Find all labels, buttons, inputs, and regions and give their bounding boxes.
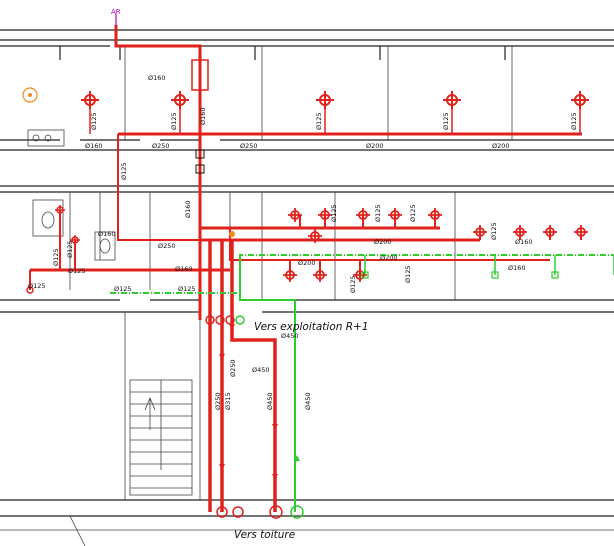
diffuser bbox=[353, 268, 367, 282]
dia-label: Ø125 bbox=[28, 282, 46, 290]
dia-label: Ø125 bbox=[315, 112, 323, 130]
supply-duct-network bbox=[110, 254, 614, 519]
diffuser bbox=[473, 225, 487, 239]
diffuser bbox=[543, 225, 557, 239]
diffuser bbox=[55, 205, 65, 215]
dia-label: Ø200 bbox=[374, 238, 392, 246]
vers-toiture-label: Vers toiture bbox=[234, 529, 295, 541]
diffuser bbox=[26, 286, 34, 294]
dia-label: Ø160 bbox=[184, 200, 192, 218]
dia-label: Ø250 bbox=[229, 359, 237, 377]
dia-label: Ø125 bbox=[170, 112, 178, 130]
diffuser bbox=[313, 268, 327, 282]
diffuser bbox=[308, 229, 322, 243]
ar-inlet: AR bbox=[111, 8, 121, 26]
dia-label: Ø450 bbox=[304, 392, 312, 410]
diffuser bbox=[571, 91, 589, 109]
dia-label: Ø250 bbox=[240, 142, 258, 150]
dia-label: Ø250 bbox=[214, 392, 222, 410]
diffuser bbox=[171, 91, 189, 109]
diffuser bbox=[318, 208, 332, 222]
diffuser bbox=[513, 225, 527, 239]
dia-label: Ø125 bbox=[409, 204, 417, 222]
diffuser bbox=[81, 91, 99, 109]
dia-label: Ø160 bbox=[175, 265, 193, 273]
kitchenette bbox=[27, 129, 65, 147]
dia-label: Ø125 bbox=[90, 112, 98, 130]
dia-label: Ø125 bbox=[404, 265, 412, 283]
dia-label: Ø125 bbox=[442, 112, 450, 130]
diffuser bbox=[356, 208, 370, 222]
dia-label: Ø250 bbox=[158, 242, 176, 250]
diffuser bbox=[443, 91, 461, 109]
vers-exploitation-label: Vers exploitation R+1 bbox=[254, 321, 369, 333]
diffuser bbox=[574, 225, 588, 239]
extract-duct-network bbox=[29, 25, 582, 519]
dia-label: Ø125 bbox=[114, 285, 132, 293]
diffuser bbox=[70, 235, 80, 245]
dia-label: Ø160 bbox=[515, 238, 533, 246]
dia-label: Ø160 bbox=[199, 107, 207, 125]
building-walls bbox=[0, 29, 614, 546]
dia-label: Ø125 bbox=[490, 222, 498, 240]
diameter-labels: Ø160 Ø160 Ø160 Ø160 Ø160 Ø160 Ø160 Ø160 … bbox=[28, 74, 578, 410]
dia-label: Ø450 bbox=[281, 332, 299, 340]
diffuser bbox=[388, 208, 402, 222]
ar-label: AR bbox=[111, 8, 121, 16]
dia-label: Ø160 bbox=[148, 74, 166, 82]
dia-label: Ø315 bbox=[224, 392, 232, 410]
diffuser bbox=[288, 208, 302, 222]
dia-label: Ø125 bbox=[52, 248, 60, 266]
diffuser bbox=[428, 208, 442, 222]
diffuser bbox=[316, 91, 334, 109]
dia-label: Ø200 bbox=[492, 142, 510, 150]
dia-label: Ø125 bbox=[66, 240, 74, 258]
dia-label: Ø160 bbox=[508, 264, 526, 272]
dia-label: Ø200 bbox=[366, 142, 384, 150]
dia-label: Ø125 bbox=[330, 204, 338, 222]
dia-label: Ø125 bbox=[178, 285, 196, 293]
diffuser bbox=[283, 268, 297, 282]
staircase bbox=[129, 379, 193, 496]
dia-label: Ø250 bbox=[152, 142, 170, 150]
dia-label: Ø200 bbox=[380, 254, 398, 262]
dia-label: Ø125 bbox=[570, 112, 578, 130]
dia-label: Ø200 bbox=[298, 259, 316, 267]
dia-label: Ø125 bbox=[349, 275, 357, 293]
dia-label: Ø450 bbox=[252, 366, 270, 374]
dia-label: Ø450 bbox=[266, 392, 274, 410]
dia-label: Ø125 bbox=[374, 204, 382, 222]
dia-label: Ø160 bbox=[85, 142, 103, 150]
dia-label: Ø125 bbox=[120, 162, 128, 180]
sanitary-block bbox=[32, 199, 116, 261]
dia-label: Ø125 bbox=[68, 267, 86, 275]
extract-diffusers bbox=[26, 91, 589, 294]
dia-label: Ø160 bbox=[98, 230, 116, 238]
orange-annotation bbox=[22, 87, 235, 237]
